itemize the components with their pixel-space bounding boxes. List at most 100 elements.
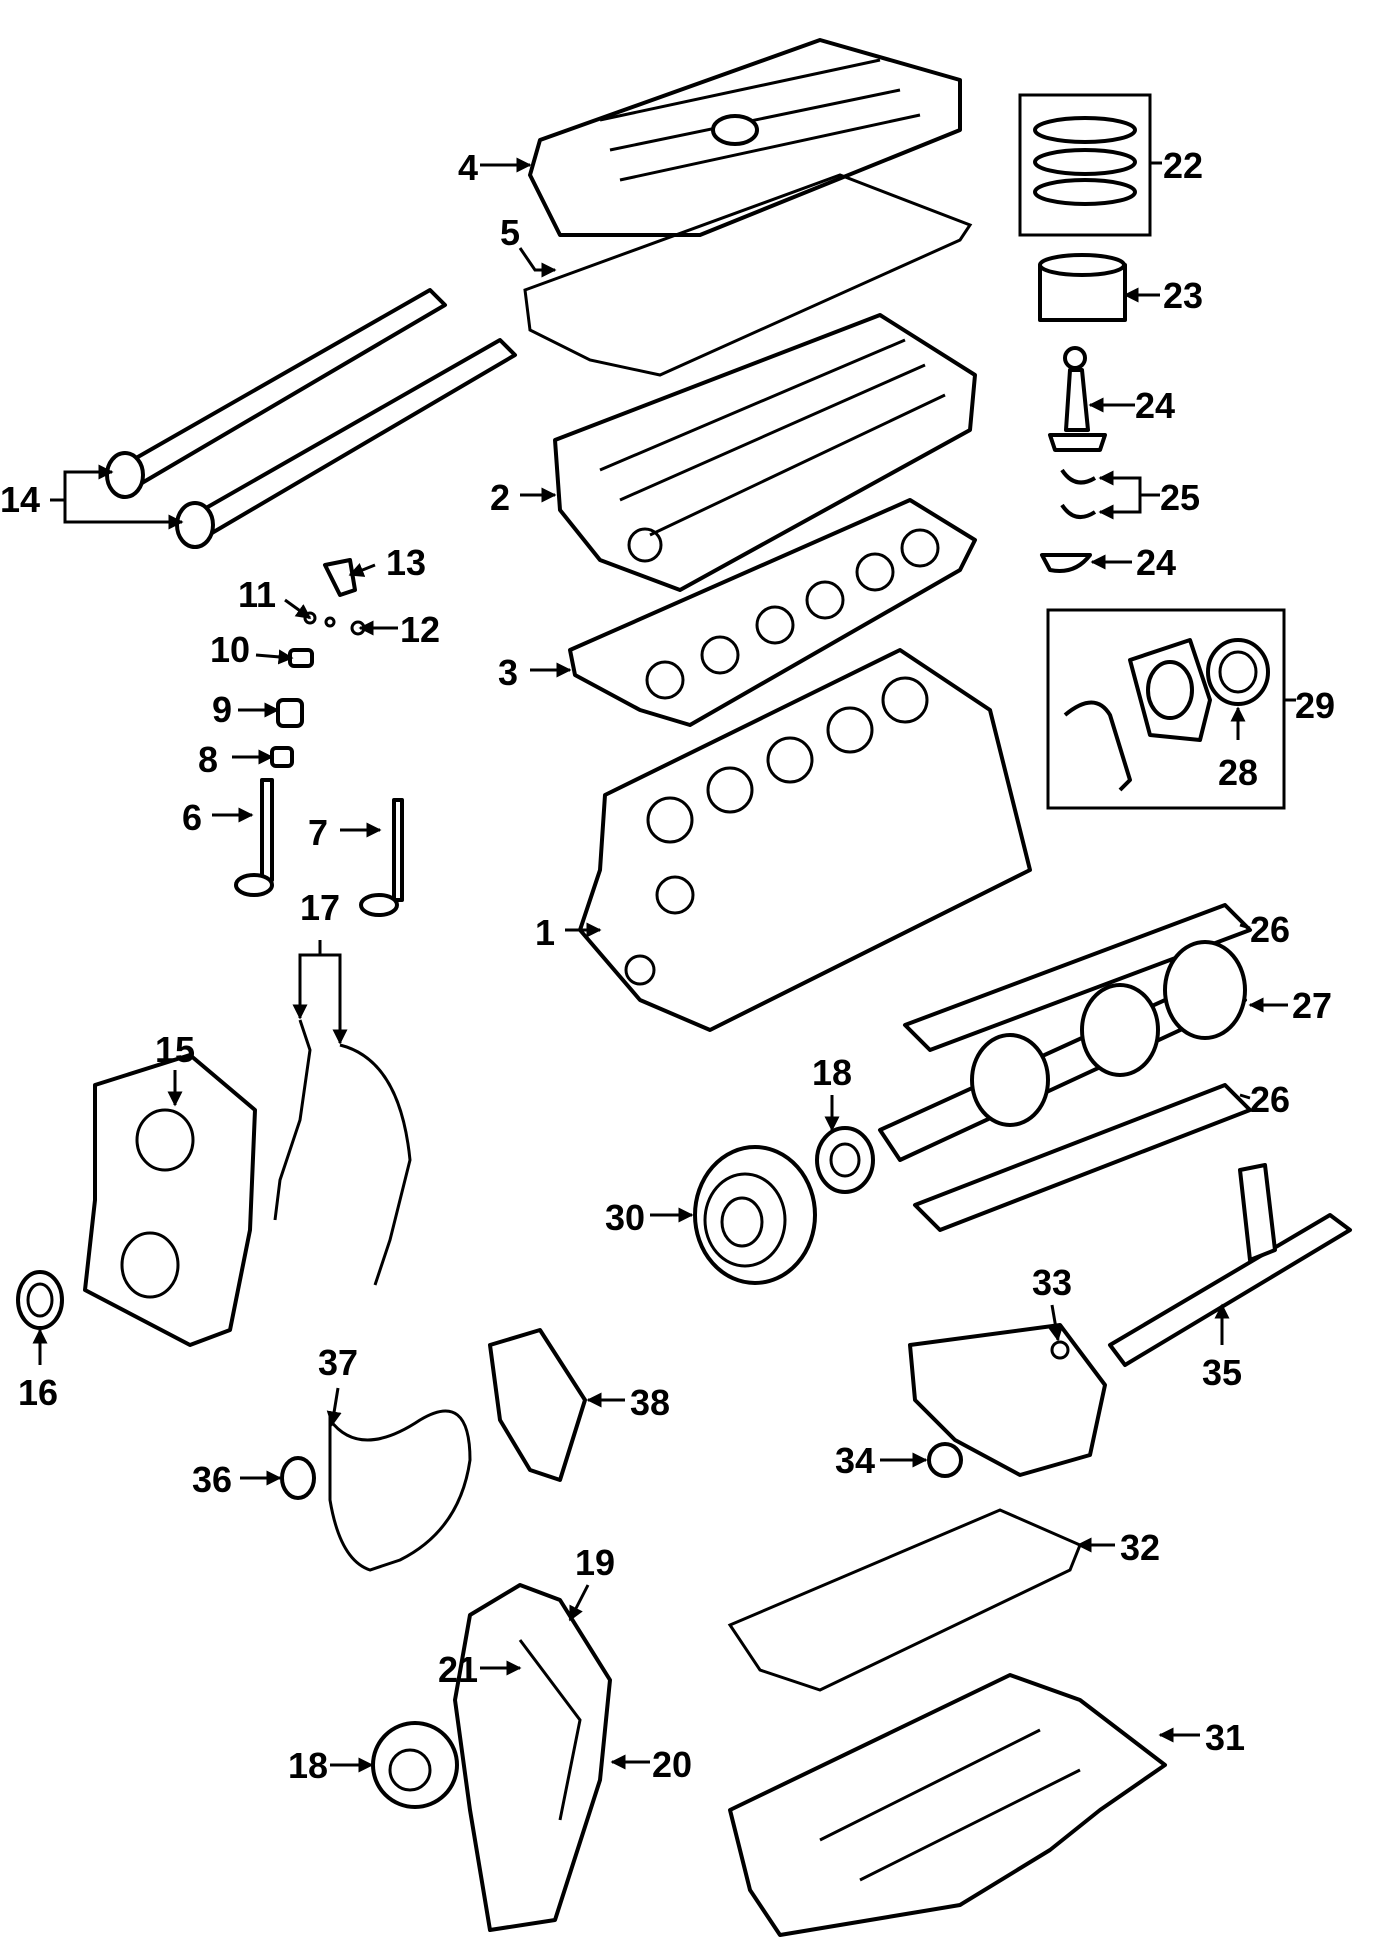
crankshaft bbox=[878, 940, 1247, 1162]
oil-pump bbox=[908, 1323, 1107, 1477]
rear-seal-box bbox=[1046, 608, 1286, 810]
callout-9: 9 bbox=[212, 689, 280, 730]
callout-35: 35 bbox=[1202, 1303, 1242, 1393]
engine-block bbox=[578, 648, 1032, 1032]
svg-text:22: 22 bbox=[1163, 145, 1203, 186]
timing-chain-assembly bbox=[453, 1583, 612, 1932]
svg-text:15: 15 bbox=[155, 1029, 195, 1070]
svg-text:4: 4 bbox=[458, 147, 478, 188]
callout-15: 15 bbox=[155, 1029, 195, 1107]
svg-text:24: 24 bbox=[1136, 542, 1176, 583]
svg-text:9: 9 bbox=[212, 689, 232, 730]
callout-18-upper: 18 bbox=[812, 1052, 852, 1132]
callout-6: 6 bbox=[182, 797, 254, 838]
svg-text:6: 6 bbox=[182, 797, 202, 838]
svg-text:17: 17 bbox=[300, 887, 340, 928]
callout-4: 4 bbox=[458, 147, 532, 188]
callout-16: 16 bbox=[18, 1328, 58, 1413]
callout-32: 32 bbox=[1076, 1527, 1160, 1568]
svg-text:3: 3 bbox=[498, 652, 518, 693]
oil-pump-sprocket bbox=[927, 1442, 963, 1478]
callout-27: 27 bbox=[1248, 985, 1332, 1026]
svg-text:18: 18 bbox=[812, 1052, 852, 1093]
tensioner-guide bbox=[488, 1328, 587, 1482]
svg-text:10: 10 bbox=[210, 629, 250, 670]
front-crank-seal bbox=[16, 1270, 64, 1330]
svg-text:27: 27 bbox=[1292, 985, 1332, 1026]
callout-33: 33 bbox=[1032, 1262, 1072, 1342]
callout-5: 5 bbox=[500, 212, 557, 278]
svg-text:25: 25 bbox=[1160, 477, 1200, 518]
svg-text:7: 7 bbox=[308, 812, 328, 853]
callout-7: 7 bbox=[308, 812, 382, 853]
svg-text:5: 5 bbox=[500, 212, 520, 253]
svg-text:19: 19 bbox=[575, 1542, 615, 1583]
vibration-damper bbox=[693, 1145, 817, 1285]
svg-text:8: 8 bbox=[198, 739, 218, 780]
valve-train-parts bbox=[234, 558, 404, 917]
idler-pulley bbox=[280, 1456, 316, 1500]
callout-20: 20 bbox=[610, 1744, 692, 1785]
callout-28: 28 bbox=[1218, 706, 1258, 793]
svg-text:26: 26 bbox=[1250, 909, 1290, 950]
callout-30: 30 bbox=[605, 1197, 694, 1238]
svg-text:21: 21 bbox=[438, 1649, 478, 1690]
svg-text:16: 16 bbox=[18, 1372, 58, 1413]
callout-24-lower: 24 bbox=[1090, 542, 1176, 583]
valve-cover bbox=[528, 38, 962, 237]
svg-text:1: 1 bbox=[535, 912, 555, 953]
svg-text:36: 36 bbox=[192, 1459, 232, 1500]
svg-text:26: 26 bbox=[1250, 1079, 1290, 1120]
svg-text:18: 18 bbox=[288, 1745, 328, 1786]
svg-text:11: 11 bbox=[238, 574, 276, 615]
svg-text:28: 28 bbox=[1218, 752, 1258, 793]
callout-2: 2 bbox=[490, 477, 557, 518]
svg-text:29: 29 bbox=[1295, 685, 1335, 726]
crank-sprocket bbox=[815, 1126, 875, 1194]
connecting-rod bbox=[1048, 346, 1107, 452]
callout-12: 12 bbox=[358, 609, 440, 650]
callout-13: 13 bbox=[348, 542, 426, 583]
callout-37: 37 bbox=[318, 1342, 358, 1427]
svg-text:32: 32 bbox=[1120, 1527, 1160, 1568]
rod-bearings bbox=[1040, 468, 1097, 573]
serpentine-belt bbox=[328, 1409, 472, 1572]
callout-19: 19 bbox=[568, 1542, 615, 1622]
main-bearings-upper bbox=[903, 903, 1252, 1052]
svg-text:31: 31 bbox=[1205, 1717, 1245, 1758]
valve-cover-gasket bbox=[523, 173, 973, 377]
callout-14: 14 bbox=[0, 464, 184, 530]
head-gasket bbox=[568, 498, 977, 727]
callout-31: 31 bbox=[1158, 1717, 1245, 1758]
cam-sprocket bbox=[371, 1721, 459, 1809]
callout-34: 34 bbox=[835, 1440, 928, 1481]
oil-pan-gasket bbox=[727, 1508, 1082, 1692]
callout-1: 1 bbox=[535, 912, 602, 953]
callout-3: 3 bbox=[498, 652, 572, 693]
main-bearings-lower bbox=[913, 1083, 1252, 1232]
callout-36: 36 bbox=[192, 1459, 282, 1500]
callout-17: 17 bbox=[292, 887, 348, 1045]
cylinder-head bbox=[553, 313, 977, 592]
piston bbox=[1038, 253, 1127, 322]
svg-text:14: 14 bbox=[0, 479, 40, 520]
svg-text:20: 20 bbox=[652, 1744, 692, 1785]
callout-10: 10 bbox=[210, 629, 294, 670]
callout-29: 29 bbox=[1284, 685, 1335, 726]
svg-text:2: 2 bbox=[490, 477, 510, 518]
svg-text:13: 13 bbox=[386, 542, 426, 583]
callout-21: 21 bbox=[438, 1649, 522, 1690]
svg-text:30: 30 bbox=[605, 1197, 645, 1238]
callout-25: 25 bbox=[1098, 470, 1200, 520]
svg-text:33: 33 bbox=[1032, 1262, 1072, 1303]
timing-cover bbox=[83, 1053, 257, 1347]
callout-26-upper: 26 bbox=[1239, 909, 1290, 950]
oil-pickup-tube bbox=[1108, 1163, 1352, 1367]
callout-18-lower: 18 bbox=[288, 1745, 374, 1786]
svg-text:34: 34 bbox=[835, 1440, 875, 1481]
callout-26-lower: 26 bbox=[1239, 1079, 1290, 1120]
callout-11: 11 bbox=[238, 574, 312, 620]
callout-8: 8 bbox=[198, 739, 274, 780]
svg-text:37: 37 bbox=[318, 1342, 358, 1383]
